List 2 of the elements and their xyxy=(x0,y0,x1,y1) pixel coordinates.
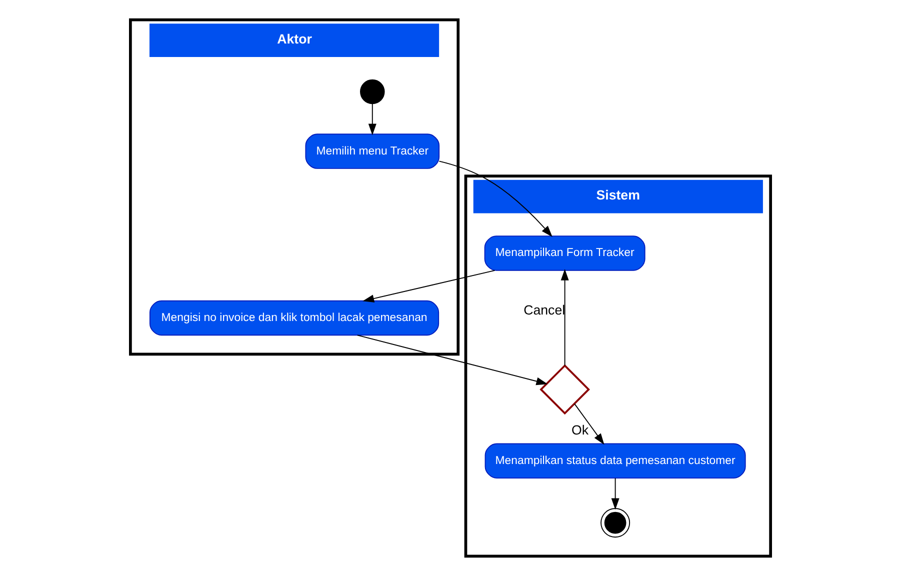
edge-label: Cancel xyxy=(524,302,566,318)
edge-label: Ok xyxy=(572,422,589,438)
